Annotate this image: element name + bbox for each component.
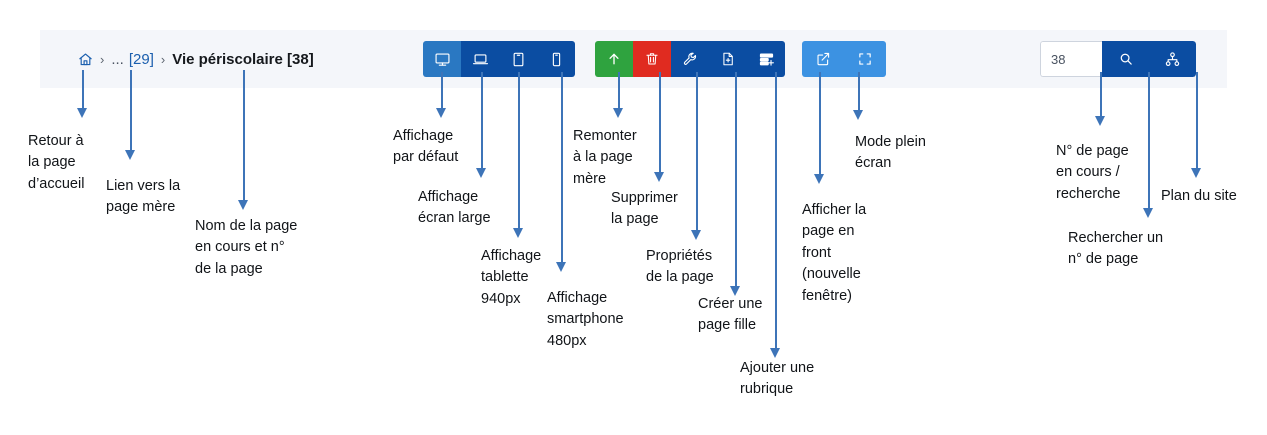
- note-tablet: Affichage tablette 940px: [481, 248, 542, 307]
- note-search: Rechercher un n° de page: [1068, 230, 1164, 268]
- breadcrumb-ellipsis[interactable]: ...: [111, 50, 124, 68]
- device-view-group: [423, 41, 575, 77]
- sitemap-icon: [1164, 51, 1181, 68]
- note-properties: Propriétés de la page: [646, 248, 714, 286]
- sitemap-button[interactable]: [1149, 41, 1196, 77]
- arrow-to-search: [1143, 72, 1154, 218]
- open-front-new-window-button[interactable]: [802, 41, 844, 77]
- arrow-to-properties: [691, 72, 702, 240]
- view-tablet-button[interactable]: [499, 41, 537, 77]
- note-parent-link: Lien vers la page mère: [106, 178, 181, 216]
- page-actions-group: [595, 41, 785, 77]
- go-to-parent-page-button[interactable]: [595, 41, 633, 77]
- note-widescreen: Affichage écran large: [418, 189, 491, 227]
- page-search-group: [1040, 41, 1196, 77]
- delete-page-button[interactable]: [633, 41, 671, 77]
- arrow-to-page-number: [1095, 72, 1106, 126]
- home-icon[interactable]: [78, 52, 93, 67]
- note-create-child: Créer une page fille: [698, 296, 763, 334]
- file-add-icon: [720, 51, 736, 67]
- arrow-to-open-front: [814, 72, 825, 184]
- note-mobile: Affichage smartphone 480px: [547, 290, 624, 349]
- external-link-icon: [815, 51, 831, 67]
- arrow-to-current-page: [238, 70, 249, 210]
- arrow-to-home: [77, 70, 88, 118]
- tablet-icon: [510, 51, 527, 68]
- breadcrumb-separator-1: ›: [100, 51, 105, 67]
- note-parent-page: Remonter à la page mère: [573, 128, 637, 187]
- arrow-to-view-mobile: [556, 72, 567, 272]
- note-fullscreen: Mode plein écran: [855, 134, 926, 172]
- note-view-default: Affichage par défaut: [393, 128, 459, 166]
- arrow-to-create-child: [730, 72, 741, 296]
- smartphone-icon: [548, 51, 565, 68]
- view-widescreen-button[interactable]: [461, 41, 499, 77]
- note-open-front: Afficher la page en front (nouvelle fenê…: [802, 202, 867, 304]
- arrow-to-delete-page: [654, 72, 665, 182]
- add-section-button[interactable]: [747, 41, 785, 77]
- magnifier-icon: [1118, 51, 1134, 67]
- fullscreen-mode-button[interactable]: [844, 41, 886, 77]
- view-mobile-button[interactable]: [537, 41, 575, 77]
- page-properties-button[interactable]: [671, 41, 709, 77]
- desktop-icon: [434, 51, 451, 68]
- trash-icon: [644, 51, 660, 67]
- breadcrumb-separator-2: ›: [160, 51, 166, 67]
- wrench-icon: [682, 51, 698, 67]
- breadcrumb: › ... [29] › Vie périscolaire [38]: [78, 48, 314, 70]
- note-sitemap: Plan du site: [1161, 188, 1237, 204]
- arrow-to-fullscreen: [853, 72, 864, 120]
- arrow-to-parent-link: [125, 70, 136, 160]
- search-page-button[interactable]: [1102, 41, 1149, 77]
- note-current-page: Nom de la page en cours et n° de la page: [195, 218, 298, 277]
- note-delete: Supprimer la page: [611, 190, 678, 228]
- arrow-to-parent-page: [613, 72, 624, 118]
- arrow-to-view-widescreen: [476, 72, 487, 178]
- create-child-page-button[interactable]: [709, 41, 747, 77]
- note-add-section: Ajouter une rubrique: [740, 360, 815, 398]
- arrow-up-icon: [606, 51, 622, 67]
- note-page-number: N° de page en cours / recherche: [1056, 143, 1129, 202]
- arrow-to-sitemap: [1191, 72, 1202, 178]
- fullscreen-icon: [857, 51, 873, 67]
- page-toolbar: › ... [29] › Vie périscolaire [38]: [40, 30, 1227, 88]
- breadcrumb-current-page: Vie périscolaire [38]: [172, 50, 314, 68]
- laptop-icon: [472, 51, 489, 68]
- view-default-button[interactable]: [423, 41, 461, 77]
- section-add-icon: [758, 51, 775, 68]
- page-number-input[interactable]: [1040, 41, 1102, 77]
- arrow-to-view-tablet: [513, 72, 524, 238]
- arrow-to-add-section: [770, 72, 781, 358]
- arrow-to-view-default: [436, 72, 447, 118]
- front-view-group: [802, 41, 886, 77]
- note-home: Retour à la page d’accueil: [28, 133, 85, 192]
- breadcrumb-parent-link[interactable]: [29]: [128, 50, 154, 68]
